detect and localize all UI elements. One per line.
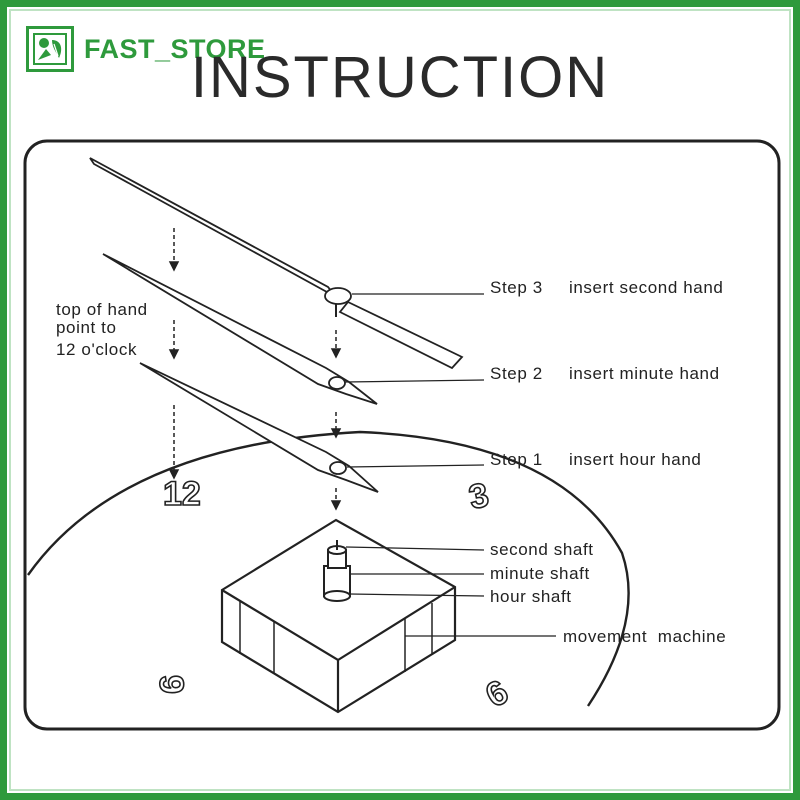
dial-number-3: 3	[466, 476, 492, 517]
dial-number-12: 12	[163, 475, 201, 513]
movement-machine	[220, 518, 457, 714]
step-3-label: Step 3	[490, 278, 543, 297]
diagram-panel	[23, 139, 781, 731]
brand-name: FAST_STORE	[84, 33, 266, 64]
minute-hand	[102, 253, 378, 405]
note-line-3: 12 o'clock	[56, 340, 137, 359]
movement-machine-label: movement machine	[563, 627, 726, 646]
hour-shaft-label: hour shaft	[490, 587, 572, 606]
clock-dial-arc	[27, 430, 630, 707]
inner-frame	[9, 9, 791, 791]
step-1-text: insert hour hand	[569, 450, 701, 469]
second-hand	[89, 157, 464, 370]
note-line-2: point to	[56, 318, 117, 337]
brand-header: FAST_STORE	[26, 26, 266, 72]
dial-number-9: 9	[152, 675, 190, 694]
leader-lines	[344, 293, 556, 637]
hour-hand	[139, 362, 379, 493]
step-2-label: Step 2	[490, 364, 543, 383]
step-2-text: insert minute hand	[569, 364, 720, 383]
second-shaft-label: second shaft	[490, 540, 594, 559]
step-3-text: insert second hand	[569, 278, 723, 297]
assembly-arrows	[168, 228, 342, 511]
step-1-label: Step 1	[490, 450, 543, 469]
dial-number-6: 6	[479, 673, 514, 715]
minute-shaft-label: minute shaft	[490, 564, 590, 583]
note-line-1: top of hand	[56, 300, 148, 319]
page-title: INSTRUCTION	[190, 45, 610, 110]
leaf-square-logo-icon	[26, 26, 74, 72]
